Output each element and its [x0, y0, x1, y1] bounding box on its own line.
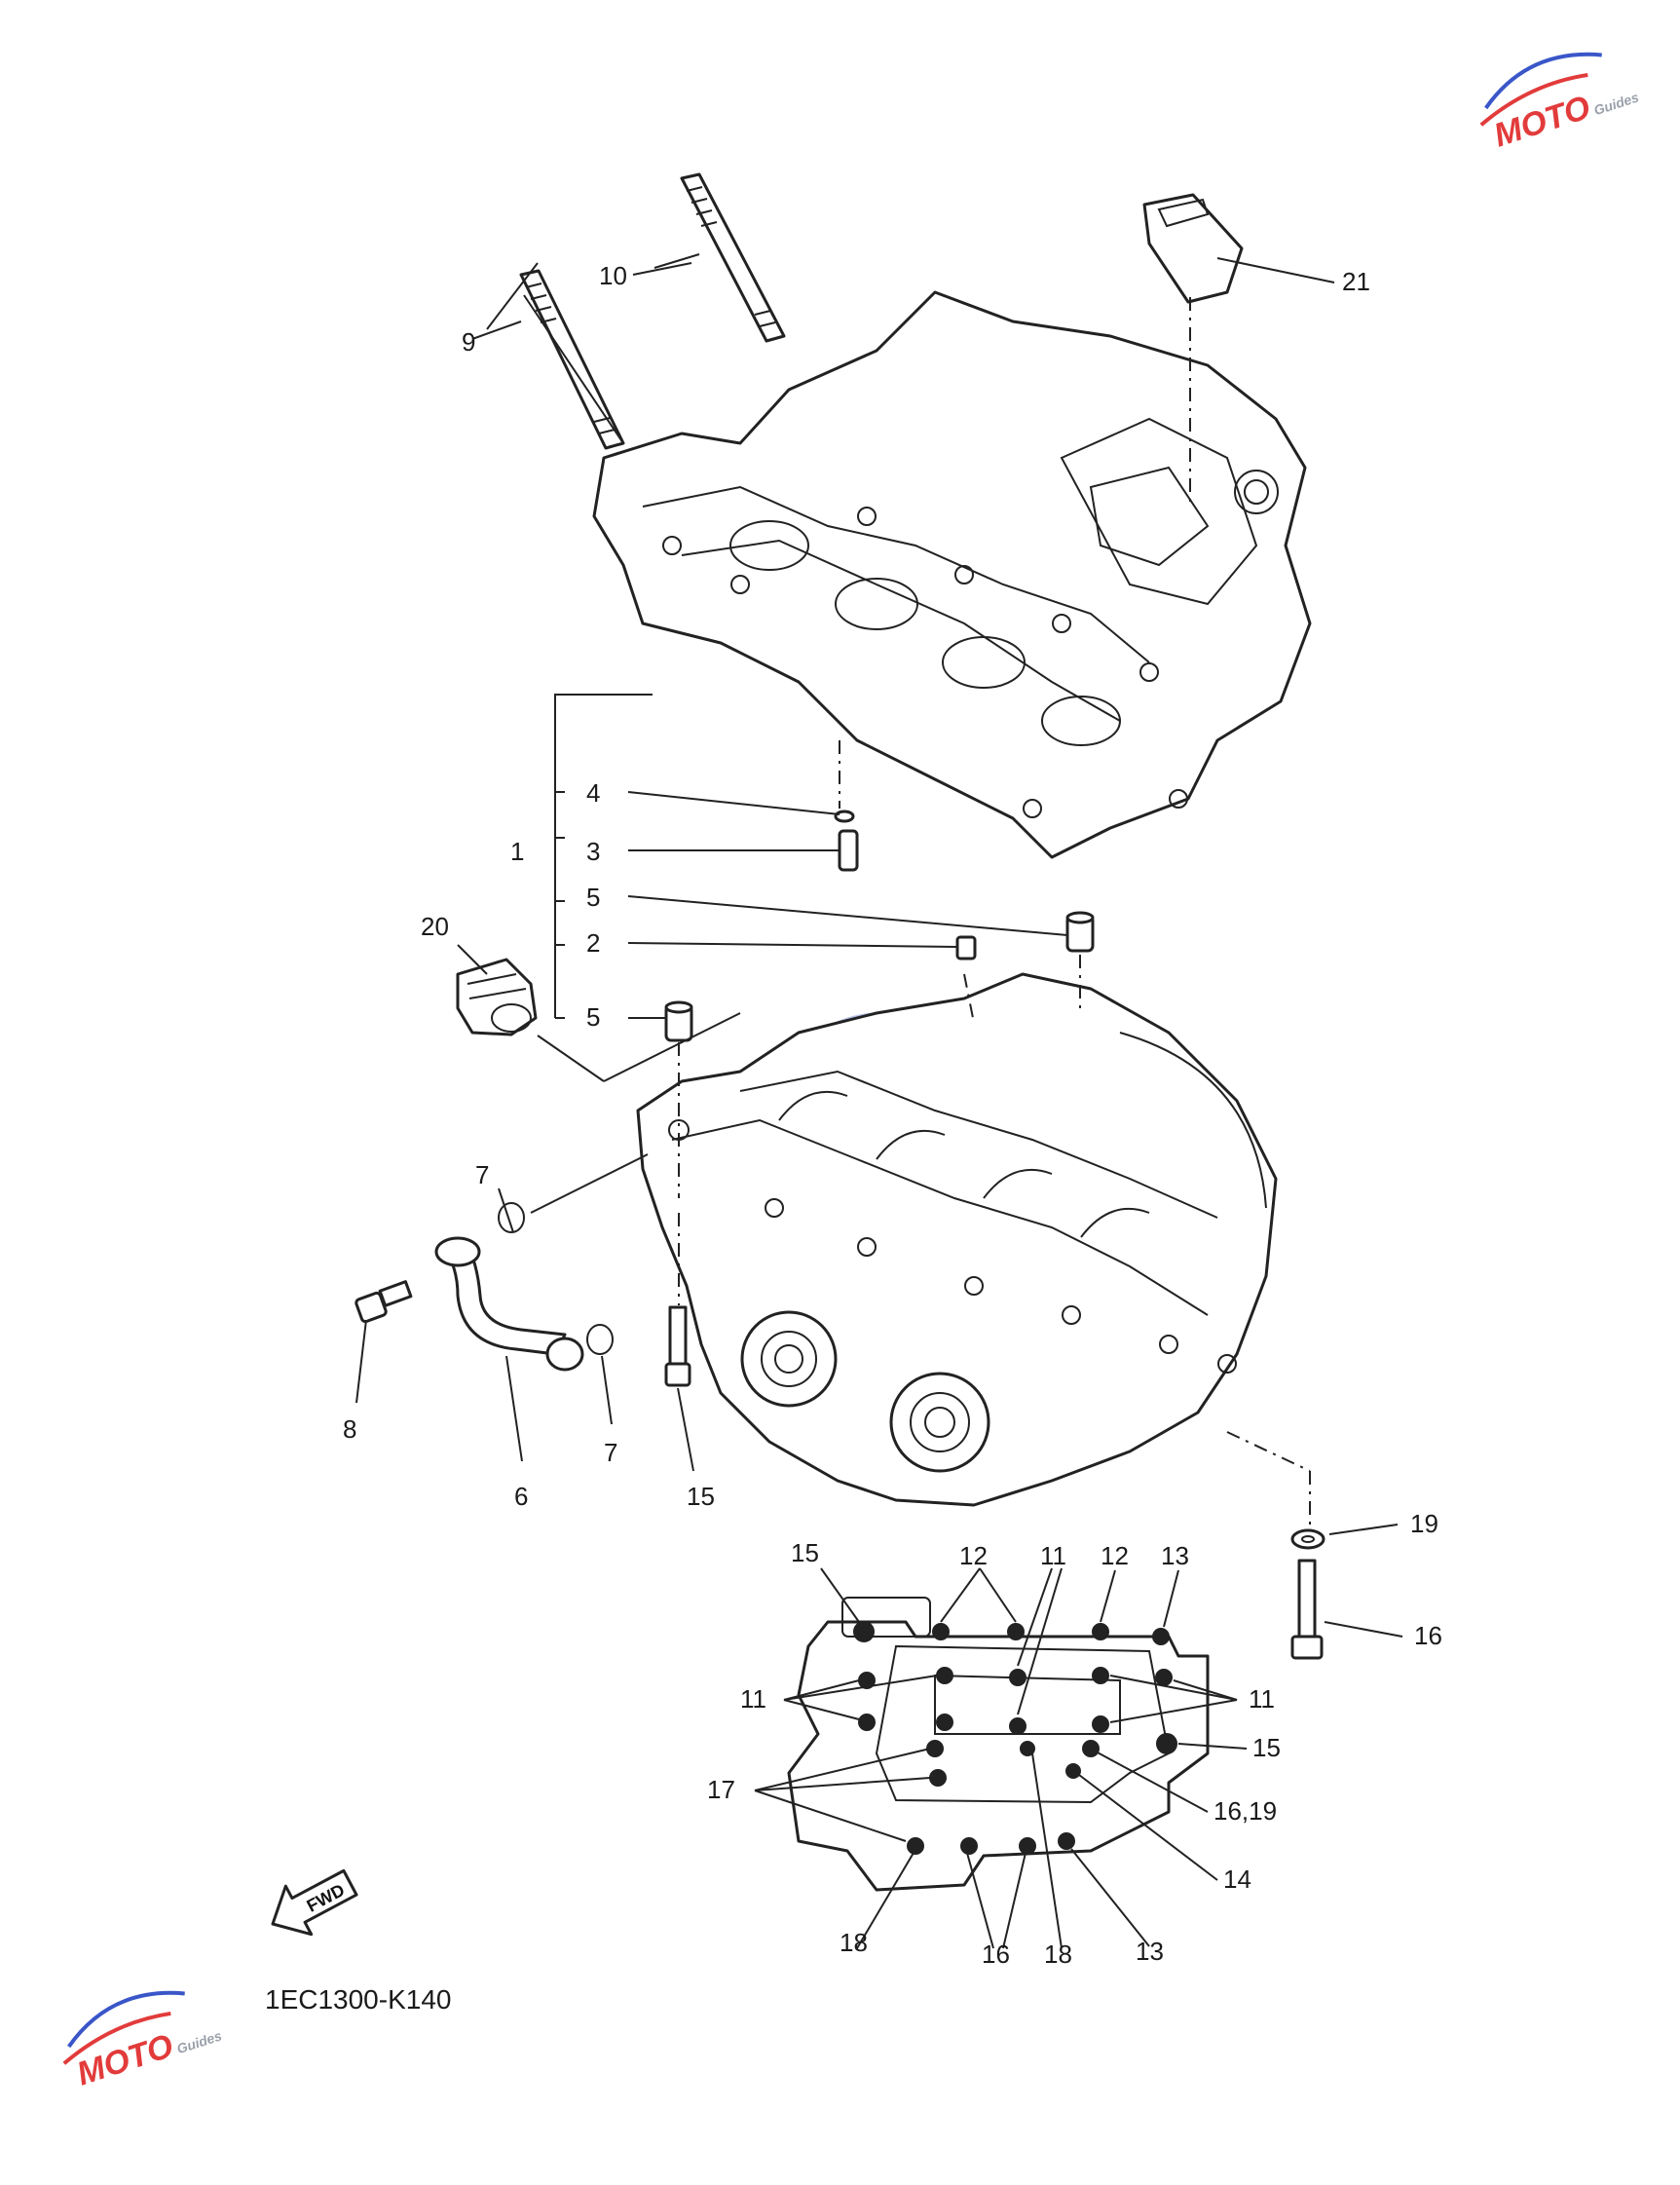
oil-filler-cap-20 [456, 958, 538, 1036]
callout-bottom-15-b: 15 [1252, 1733, 1281, 1762]
o-ring-4 [834, 810, 855, 823]
o-ring-7-lower [586, 1324, 614, 1355]
callout-5-upper: 5 [586, 883, 600, 912]
washer-19 [1290, 1528, 1325, 1550]
watermark-text: MOTO [1489, 89, 1594, 154]
callout-bottom-15-a: 15 [791, 1538, 819, 1567]
watermark-text: MOTO [72, 2027, 177, 2092]
watermark-logo-bottom: MOTO Guides [62, 1990, 224, 2092]
callout-1: 1 [510, 837, 524, 866]
lower-crankcase [636, 972, 1278, 1507]
callout-4: 4 [586, 778, 600, 808]
bottom-view-leaders [754, 1567, 1248, 1949]
callout-bottom-11-a: 11 [1040, 1541, 1066, 1570]
dowel-pin-5-lower [664, 1000, 693, 1042]
callout-bottom-13-b: 13 [1136, 1937, 1164, 1966]
callout-bottom-14: 14 [1223, 1865, 1251, 1894]
callout-bottom-11-c: 11 [1249, 1684, 1275, 1714]
callout-5-lower: 5 [586, 1002, 600, 1032]
callout-16: 16 [1414, 1621, 1442, 1650]
bolt-15 [664, 1305, 691, 1387]
bolt-16 [1290, 1559, 1324, 1660]
breather-cover-21 [1142, 193, 1335, 507]
callout-bottom-12-a: 12 [959, 1541, 988, 1570]
callout-bottom-12-b: 12 [1101, 1541, 1129, 1570]
diagram-code: 1EC1300-K140 [265, 1984, 451, 2015]
upper-crankcase [592, 290, 1312, 859]
callout-bottom-11-b: 11 [740, 1684, 766, 1714]
callout-3: 3 [586, 837, 600, 866]
watermark-subtext: Guides [1592, 89, 1641, 118]
callout-7-upper: 7 [475, 1160, 489, 1189]
stud-bolt-10 [680, 172, 786, 343]
callouts: 10 9 21 4 1 3 5 2 5 20 7 8 6 7 15 19 16 … [343, 261, 1442, 1969]
callout-8: 8 [343, 1414, 356, 1444]
callout-6: 6 [514, 1482, 528, 1511]
callout-bottom-18-b: 18 [1044, 1940, 1072, 1969]
crankcase-bottom-view [754, 1567, 1248, 1949]
callout-7-lower: 7 [604, 1438, 617, 1467]
callout-20: 20 [421, 912, 449, 941]
callout-bottom-18-a: 18 [840, 1928, 868, 1957]
callout-bottom-16-19: 16,19 [1213, 1796, 1277, 1826]
assembly-lines [355, 253, 1403, 1638]
callout-bottom-17: 17 [707, 1775, 735, 1804]
bolt-8 [355, 1280, 413, 1324]
watermark-subtext: Guides [175, 2027, 224, 2056]
watermark-logo-top: MOTO Guides [1479, 52, 1641, 154]
dowel-pin-5-upper [1065, 911, 1095, 953]
callout-19: 19 [1410, 1509, 1438, 1538]
plug-2 [955, 935, 977, 961]
callout-21: 21 [1342, 267, 1370, 296]
callout-9: 9 [462, 327, 475, 357]
callout-2: 2 [586, 928, 600, 958]
callout-15: 15 [687, 1482, 715, 1511]
callout-bottom-16: 16 [982, 1940, 1010, 1969]
oil-pipe-6 [434, 1236, 584, 1372]
callout-bottom-13-a: 13 [1161, 1541, 1189, 1570]
dowel-pin-3 [838, 829, 859, 872]
callout-10: 10 [599, 261, 627, 290]
fwd-arrow: FWD [271, 1868, 358, 1937]
o-ring-7-upper [498, 1202, 525, 1233]
